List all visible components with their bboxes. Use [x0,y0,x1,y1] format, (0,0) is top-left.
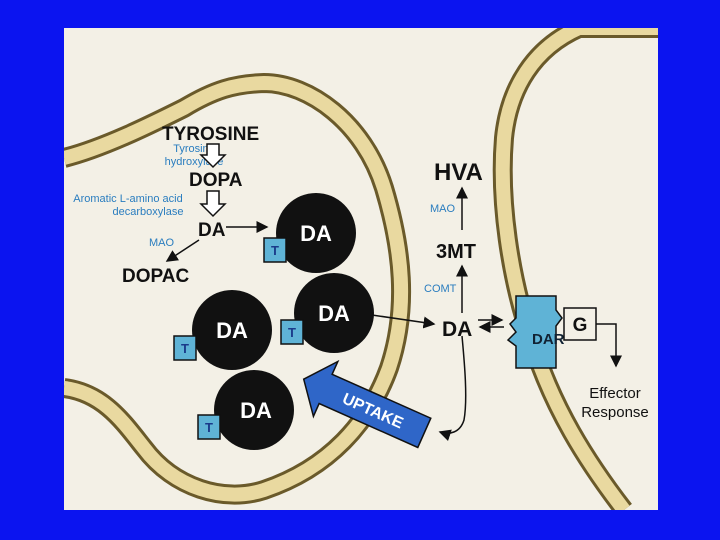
hva-label: HVA [434,159,483,186]
mao-left-label: MAO [149,237,175,249]
da-to-dopac-arrow [165,239,200,262]
g-to-effector-arrow [596,323,622,368]
mao-right-label: MAO [430,203,456,215]
3mt-label: 3MT [436,241,476,263]
uptake-arrow: UPTAKE [302,359,432,449]
vesicle-da-label: DA [240,398,272,423]
dopa-label: DOPA [189,170,243,191]
transporter-box [173,335,197,361]
transporter-label: T [288,325,296,340]
comt-label: COMT [424,283,457,295]
aadc-label-2: decarboxylase [113,206,184,218]
reuptake-curve-arrow [438,335,467,442]
tyrosine-label: TYROSINE [162,124,259,145]
vesicle-1: DA T [263,193,356,273]
synaptic-da-label: DA [442,318,472,341]
vesicle-4: DA T [197,370,294,450]
vesicle-3: DA T [173,290,272,370]
transporter-label: T [271,243,279,258]
aadc-label-1: Aromatic L-amino acid [73,193,182,205]
transporter-label: T [205,420,213,435]
hollow-arrow-2 [199,190,227,218]
cytosolic-da-label: DA [198,220,226,241]
dopamine-synapse-diagram: TYROSINE Tyrosine hydroxylase DOPA Aroma… [64,28,658,510]
vesicle-da-label: DA [318,301,350,326]
dopac-label: DOPAC [122,266,189,287]
transporter-box [197,414,221,440]
g-protein-label: G [573,315,588,336]
dopamine-receptor [506,295,563,369]
hollow-arrow-1 [199,143,227,169]
effector-label-2: Response [581,404,649,421]
transporter-box [280,319,304,345]
tyrosine-hydroxylase-label-1: Tyrosine [173,143,215,155]
vesicle-2: DA T [280,273,374,353]
transporter-box [263,237,287,263]
vesicle-da-label: DA [300,221,332,246]
dar-label: DAR [532,331,565,348]
effector-label-1: Effector [589,385,640,402]
g-protein-box [563,307,597,341]
diagram-panel: TYROSINE Tyrosine hydroxylase DOPA Aroma… [64,28,658,510]
vesicle-da-label: DA [216,318,248,343]
transporter-label: T [181,341,189,356]
release-arrow [371,314,436,329]
